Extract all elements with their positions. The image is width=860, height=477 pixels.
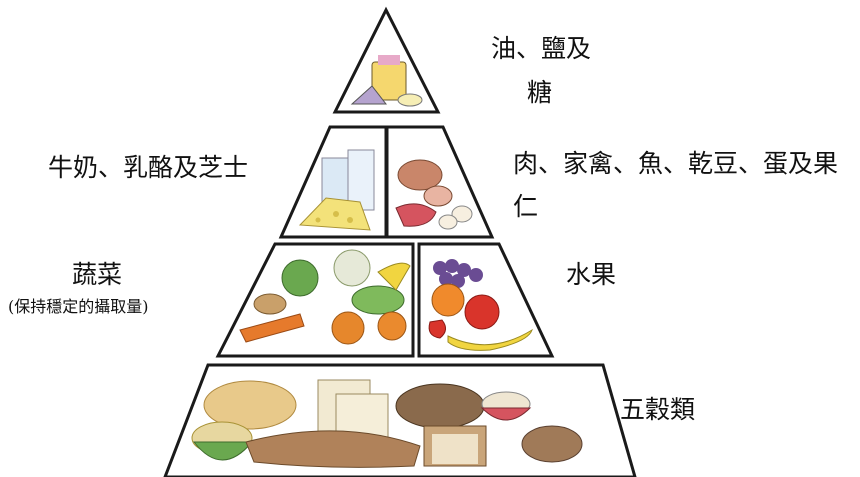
oil-salt-sugar-illustration [350, 55, 423, 107]
tier-dairy [278, 125, 388, 239]
label-grains: 五穀類 [620, 395, 696, 424]
fruits-illustration [428, 259, 533, 351]
tier-oil-salt-sugar [332, 6, 441, 114]
grains-illustration [191, 379, 583, 468]
label-dairy: 牛奶、乳酪及芝士 [48, 153, 249, 182]
tier-meat [385, 125, 495, 239]
tier-vegetables [215, 242, 415, 358]
label-vegetables: 蔬菜 [72, 260, 123, 289]
label-oil-salt-sugar-line1: 油、鹽及 [491, 34, 592, 63]
vegetables-illustration [239, 249, 411, 345]
meat-illustration [395, 159, 473, 230]
label-meat-line2: 仁 [513, 192, 539, 221]
dairy-illustration [298, 149, 375, 231]
tier-grains [163, 363, 637, 477]
label-meat-line1: 肉、家禽、魚、乾豆、蛋及果 [513, 149, 839, 178]
tier-fruits [417, 242, 555, 358]
label-vegetables-note: (保持穩定的攝取量) [8, 297, 149, 316]
label-fruits: 水果 [566, 260, 617, 289]
label-oil-salt-sugar-line2: 糖 [527, 78, 553, 107]
